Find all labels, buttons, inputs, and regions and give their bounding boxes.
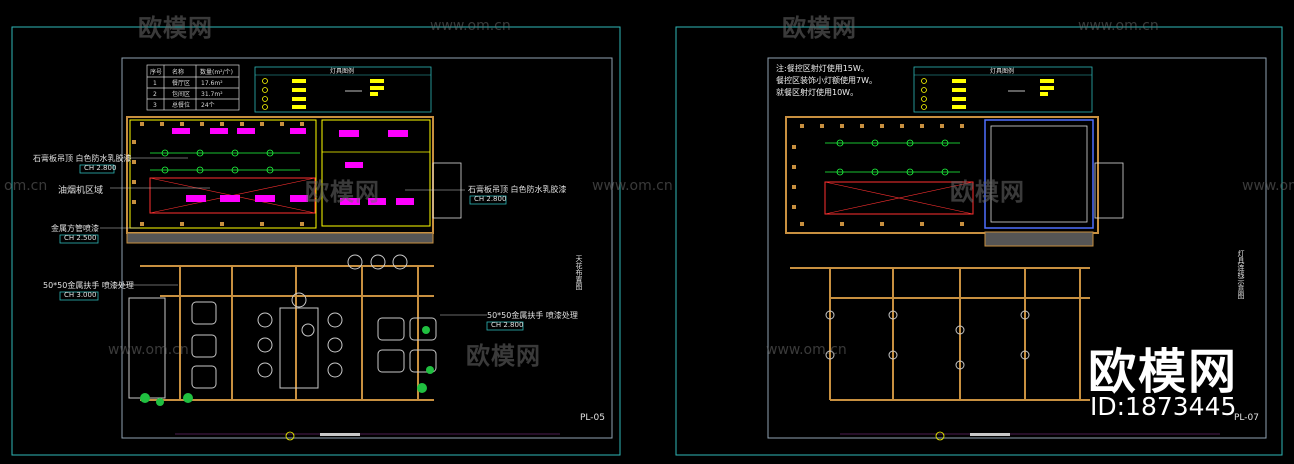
label-ch-1: CH 2.800 (84, 164, 117, 172)
watermark-url-top-right: www.om.cn (1078, 18, 1159, 34)
watermark-url-low-left: www.om.cn (108, 342, 189, 358)
right-sheet: 灯具图例 (675, 26, 1283, 456)
left-pergola (140, 265, 434, 401)
label-ch-5: CH 2.800 (491, 321, 524, 329)
table-row-2-no: 2 (153, 91, 157, 98)
label-ch-4: CH 3.000 (64, 291, 97, 299)
label-metal-pipe: 金属方管喷漆 (51, 224, 99, 233)
left-side-title: 天花布置图 (575, 255, 583, 290)
label-profile-1: 50*50金属扶手 喷漆处理 (43, 281, 134, 290)
left-north-marker (285, 431, 295, 441)
left-inner-frame (121, 57, 613, 439)
right-note-3: 就餐区射灯使用10W。 (776, 88, 859, 97)
right-upper-rooms (785, 116, 1124, 247)
watermark-brand-low-center: 欧模网 (466, 342, 541, 370)
left-dining-tables (128, 254, 437, 399)
right-sheet-number: PL-07 (1234, 413, 1259, 423)
left-sheet: 序号 名称 数量(m²/个) 1 餐厅区 17.6m² 2 包间区 31.7m²… (11, 26, 621, 456)
watermark-url-mid-center: www.om.cn (592, 178, 673, 194)
label-ch-3: CH 2.500 (64, 234, 97, 242)
watermark-url-top-left: www.om.cn (430, 18, 511, 34)
table-row-2-qty: 31.7m² (201, 91, 223, 98)
right-note-2: 餐控区装饰小灯额使用7W。 (776, 76, 877, 85)
table-row-1-qty: 17.6m² (201, 80, 223, 87)
right-north-marker (935, 431, 945, 441)
right-inner-frame (767, 57, 1267, 439)
watermark-brand-top-left: 欧模网 (138, 14, 213, 42)
left-upper-rooms (126, 116, 462, 244)
table-row-3-no: 3 (153, 102, 157, 109)
right-note-1: 注:餐控区射灯使用15W。 (776, 64, 869, 73)
table-row-2-name: 包间区 (172, 90, 190, 98)
left-sheet-number: PL-05 (580, 413, 605, 423)
table-header-no: 序号 (150, 68, 162, 76)
table-header-qty: 数量(m²/个) (200, 68, 233, 76)
watermark-url-mid-left: om.cn (4, 178, 48, 194)
watermark-url-low-right: www.om.cn (766, 342, 847, 358)
right-legend-title: 灯具图例 (990, 67, 1014, 75)
table-header-name: 名称 (172, 68, 184, 76)
left-plants (140, 326, 434, 406)
label-ceiling-2: 石膏板吊顶 白色防水乳胶漆 (468, 185, 567, 194)
label-smoke-area: 油烟机区域 (58, 186, 104, 196)
left-sheet-frame (11, 26, 621, 456)
right-side-title: 灯具连线示意图 (1237, 250, 1245, 299)
label-profile-2: 50*50金属扶手 喷漆处理 (487, 311, 578, 320)
watermark-brand-mid-left: 欧模网 (305, 178, 380, 206)
brand-badge-name: 欧模网 (1088, 344, 1239, 400)
left-legend-title: 灯具图例 (330, 67, 354, 75)
left-legend-table: 灯具图例 (254, 66, 432, 113)
watermark-url-mid-right: www.om.cn (1242, 178, 1294, 194)
table-row-1-name: 餐厅区 (172, 79, 190, 87)
right-sheet-frame (675, 26, 1283, 456)
watermark-brand-top-right: 欧模网 (782, 14, 857, 42)
watermark-brand-mid-right: 欧模网 (950, 178, 1025, 206)
right-legend-table: 灯具图例 (913, 66, 1093, 113)
table-row-3-name: 总餐位 (172, 101, 190, 109)
right-pergola (790, 267, 1090, 401)
table-row-3-qty: 24个 (201, 102, 215, 109)
left-info-table (146, 64, 240, 111)
brand-badge-id: ID:1873445 (1090, 392, 1237, 421)
table-row-1-no: 1 (153, 80, 157, 87)
label-ceiling-1: 石膏板吊顶 白色防水乳胶漆 (33, 154, 132, 163)
label-ch-2: CH 2.800 (474, 195, 507, 203)
